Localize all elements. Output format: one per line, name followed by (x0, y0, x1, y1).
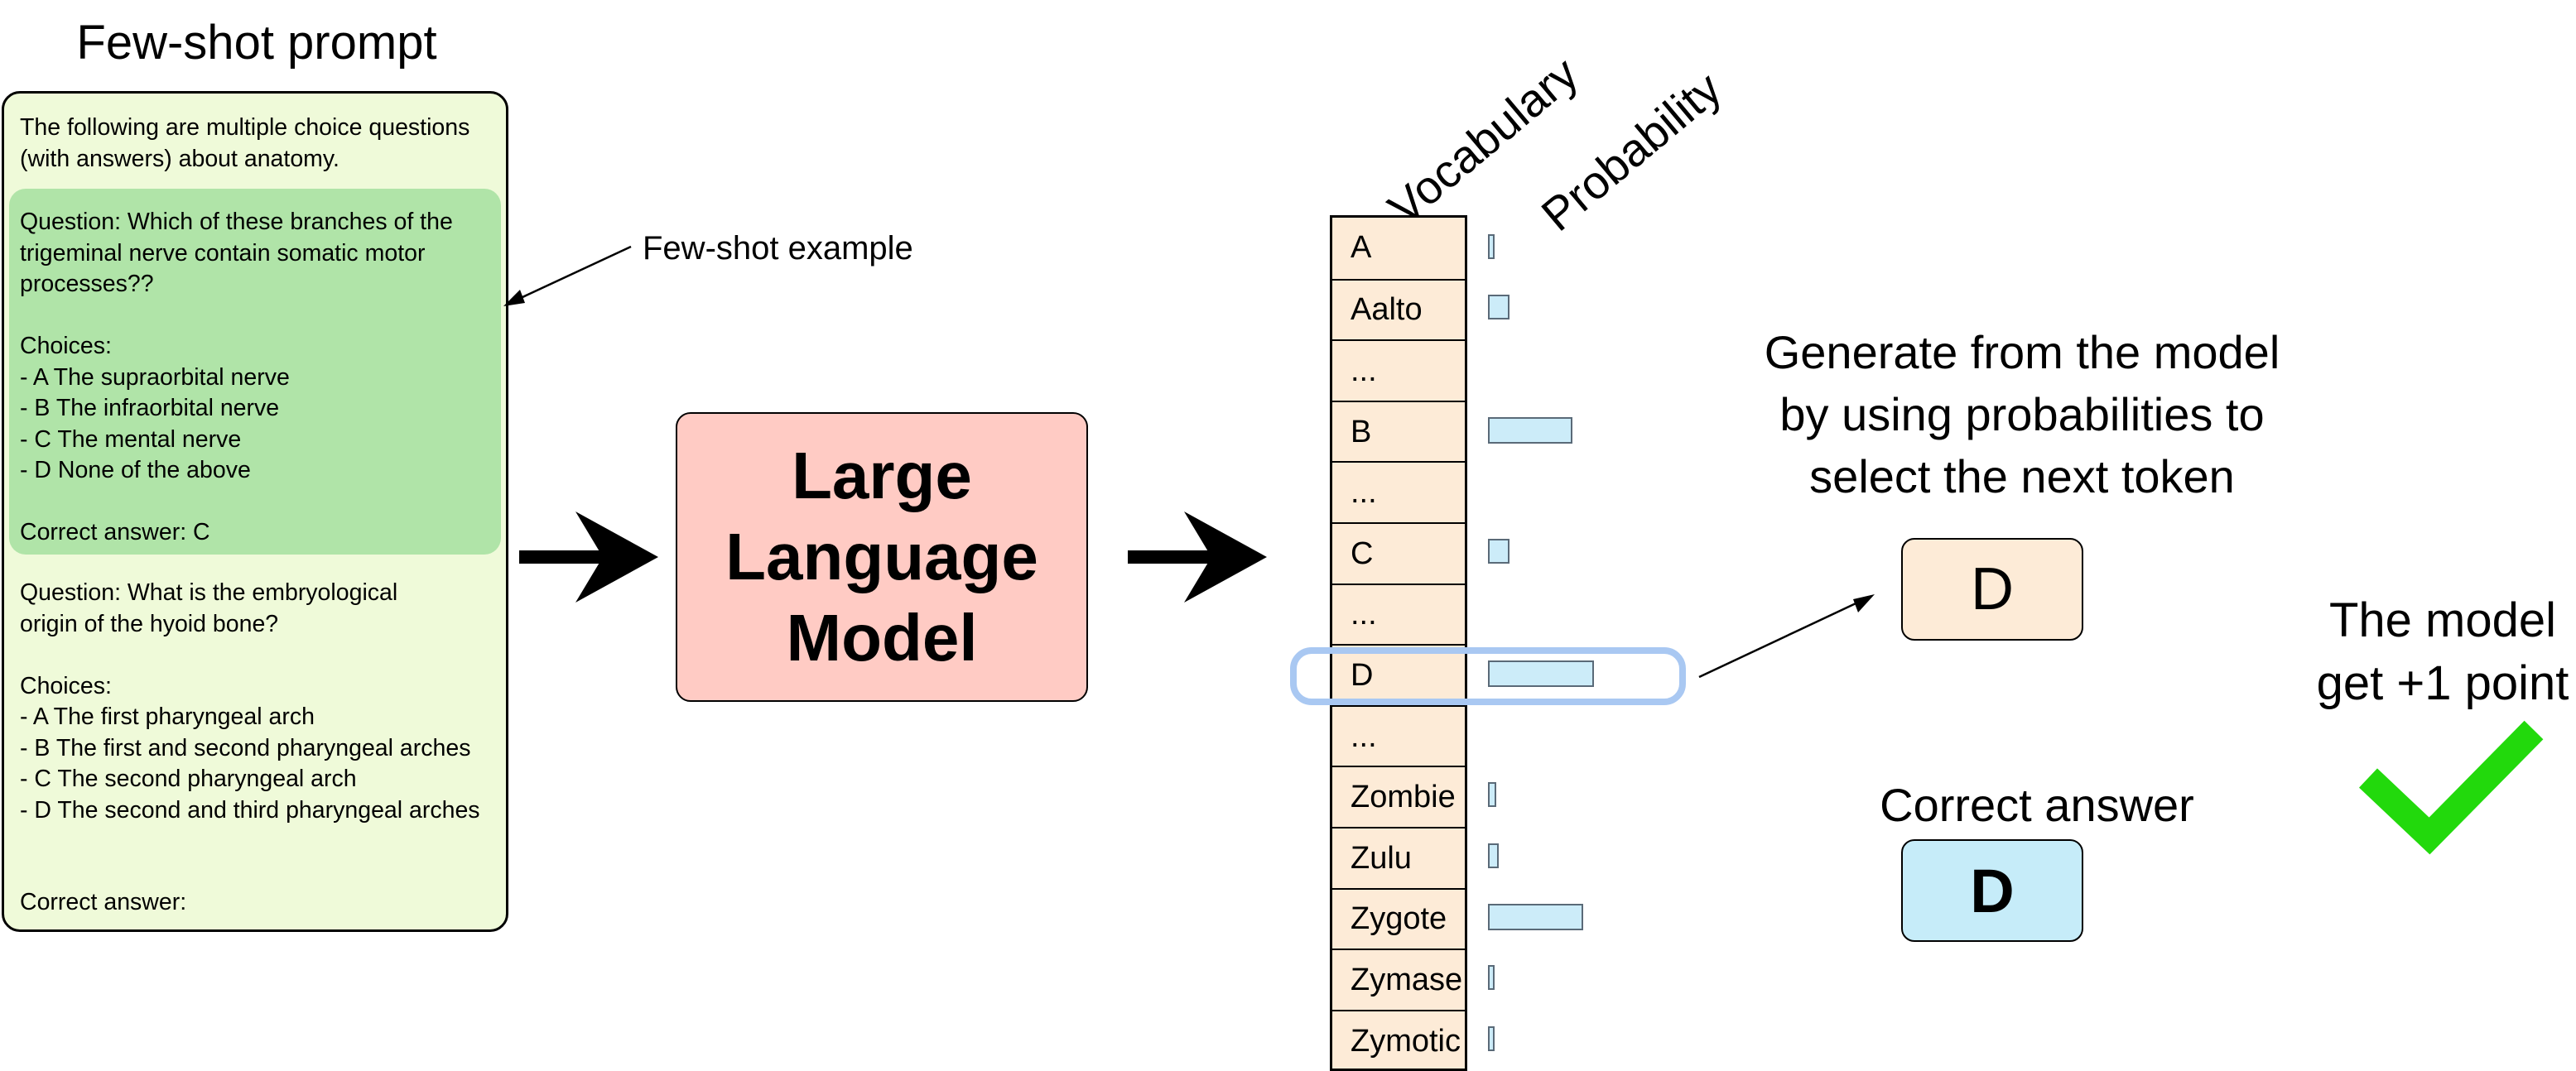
vocab-token: Aalto (1351, 292, 1423, 328)
example-line: trigeminal nerve contain somatic motor (20, 239, 426, 267)
generation-line: Generate from the model (1764, 326, 2280, 378)
generation-line: by using probabilities to (1779, 388, 2265, 440)
probability-bar (1488, 1025, 1495, 1051)
model-label-line: Language (725, 520, 1038, 593)
few-shot-example-box (9, 189, 501, 555)
question-line: Question: What is the embryological (20, 579, 398, 606)
score-text: The model get +1 point (2285, 589, 2576, 715)
vocab-token: Zulu (1351, 840, 1412, 876)
vocab-row: B (1332, 400, 1465, 462)
example-line: - B The infraorbital nerve (20, 395, 280, 421)
prompt-intro-line: The following are multiple choice questi… (20, 114, 470, 141)
vocab-token: Zombie (1351, 780, 1456, 815)
selected-token-highlight (1290, 647, 1686, 705)
vocab-row: Zymotic (1332, 1009, 1465, 1071)
generation-description: Generate from the model by using probabi… (1714, 321, 2330, 507)
probability-bar (1488, 295, 1509, 320)
vocab-token: ... (1351, 597, 1377, 632)
vocab-row: Zombie (1332, 766, 1465, 827)
prompt-to-model-arrow (519, 511, 658, 603)
question-line: - B The first and second pharyngeal arch… (20, 734, 471, 761)
question-line: - A The first pharyngeal arch (20, 704, 315, 730)
large-language-model-box: Large Language Model (676, 412, 1088, 702)
vocab-row: ... (1332, 704, 1465, 766)
model-label-line: Model (786, 601, 978, 675)
generation-line: select the next token (1809, 450, 2235, 502)
question-line: origin of the hyoid bone? (20, 610, 279, 637)
question-line: Choices: (20, 672, 112, 699)
vocab-token: Zymotic (1351, 1023, 1461, 1059)
probability-bar (1488, 965, 1495, 990)
vocab-row: ... (1332, 339, 1465, 401)
vocab-row: Aalto (1332, 278, 1465, 340)
vocab-token: D (1351, 657, 1374, 693)
vocab-token: C (1351, 536, 1374, 571)
prompt-intro-line: (with answers) about anatomy. (20, 145, 339, 172)
token-to-output-arrow (1698, 594, 1875, 679)
check-mark-icon (2359, 720, 2544, 855)
vocab-row: C (1332, 522, 1465, 584)
probability-bar (1488, 782, 1496, 808)
probability-bar (1488, 904, 1583, 931)
vocab-row: Zymase (1332, 949, 1465, 1010)
example-line: - A The supraorbital nerve (20, 363, 290, 391)
probability-bar (1488, 843, 1499, 868)
vocab-token: Zygote (1351, 901, 1447, 937)
probability-bar (1488, 233, 1495, 259)
vocab-row: ... (1332, 461, 1465, 522)
vocab-token: ... (1351, 353, 1377, 388)
question-line: - D The second and third pharyngeal arch… (20, 796, 480, 824)
vocab-row: A (1332, 218, 1465, 279)
answer-prompt: Correct answer: (20, 889, 187, 915)
vocab-row: Zulu (1332, 827, 1465, 888)
example-line: Choices: (20, 333, 112, 359)
example-line: Correct answer: C (20, 519, 210, 545)
question-line: - C The second pharyngeal arch (20, 766, 357, 792)
model-label-line: Large (792, 439, 972, 512)
vocab-token: ... (1351, 475, 1377, 511)
few-shot-example-label: Few-shot example (643, 230, 913, 267)
generated-token-box: D (1901, 538, 2083, 641)
score-line: get +1 point (2316, 656, 2569, 710)
probability-bar (1488, 660, 1594, 687)
example-line: - D None of the above (20, 457, 251, 483)
model-to-vocab-arrow (1128, 511, 1267, 603)
vocab-token: Zymase (1351, 962, 1463, 997)
score-line: The model (2328, 593, 2557, 647)
vocab-row: D (1332, 644, 1465, 705)
correct-answer-box: D (1901, 839, 2083, 942)
vocab-token: B (1351, 414, 1372, 449)
example-line: Question: Which of these branches of the (20, 209, 453, 235)
probability-bar (1488, 416, 1572, 444)
vocab-row: ... (1332, 583, 1465, 645)
few-shot-pointer-arrow (503, 245, 632, 306)
example-line: - C The mental nerve (20, 425, 242, 453)
correct-answer-heading: Correct answer (1880, 779, 2194, 831)
example-line: processes?? (20, 271, 154, 297)
vocab-token: A (1351, 229, 1372, 265)
vocab-token: ... (1351, 718, 1377, 754)
vocab-row: Zygote (1332, 887, 1465, 949)
prompt-heading: Few-shot prompt (76, 16, 437, 70)
probability-bar (1488, 538, 1509, 564)
